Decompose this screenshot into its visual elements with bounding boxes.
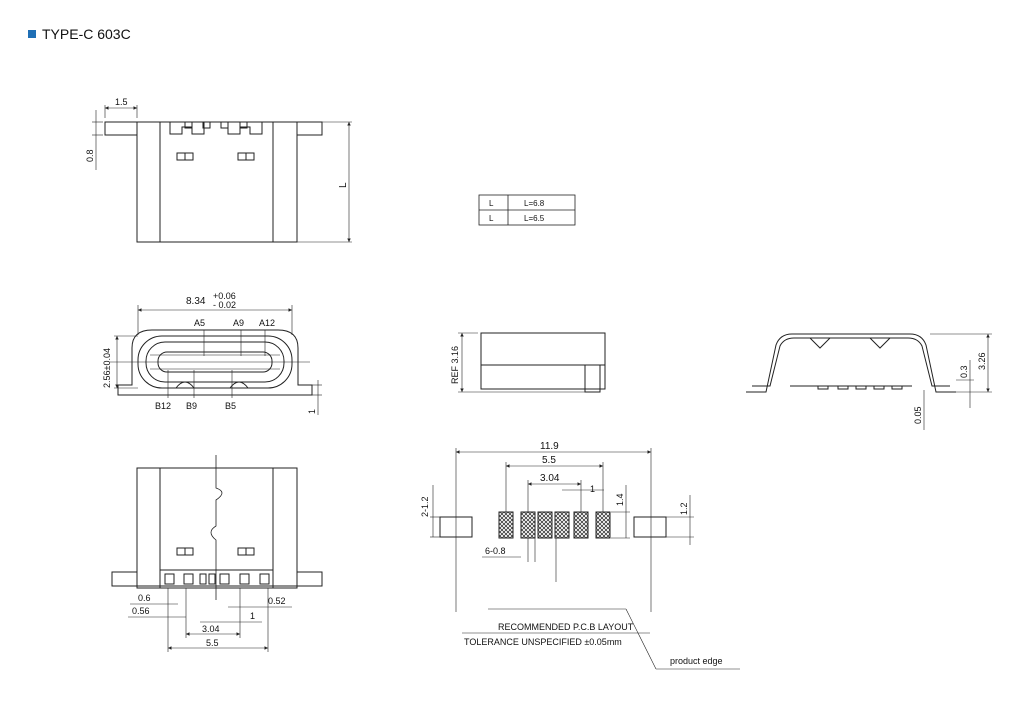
dim-5.5: 5.5 — [542, 455, 556, 466]
dim-bottom: 0.52 — [268, 596, 286, 606]
dim-3.26: 3.26 — [977, 352, 987, 370]
dim-8.34: 8.34 — [186, 296, 206, 307]
dim-bottom: 0.56 — [132, 606, 150, 616]
side-view — [92, 105, 352, 243]
dim-bottom: 3.04 — [202, 624, 220, 634]
pcb-layout — [430, 448, 740, 670]
dim-0.05: 0.05 — [913, 406, 923, 424]
dim-3.04: 3.04 — [540, 473, 560, 484]
dim-tol-minus: - 0.02 — [213, 300, 236, 310]
table-cell: L=6.5 — [524, 214, 545, 223]
table-cell: L — [489, 214, 494, 223]
dim-2.56: 2.56±0.04 — [102, 348, 112, 388]
table-cell: L=6.8 — [524, 199, 545, 208]
pin-label: B5 — [225, 401, 236, 411]
side-body — [136, 121, 298, 243]
pin-label: A12 — [259, 318, 275, 328]
bottom-view — [111, 455, 323, 652]
table-cell: L — [489, 199, 494, 208]
dim-0.8: 0.8 — [85, 149, 95, 162]
dim-bottom: 0.6 — [138, 593, 151, 603]
dim-bottom: 5.5 — [206, 638, 219, 648]
dim-ref-3.16: REF 3.16 — [450, 346, 460, 384]
pin-label: B12 — [155, 401, 171, 411]
length-table — [478, 194, 576, 226]
dim-1.2: 1.2 — [679, 502, 689, 515]
dim-0.3: 0.3 — [959, 365, 969, 378]
dim-1.4: 1.4 — [615, 493, 625, 506]
pin-label: B9 — [186, 401, 197, 411]
dim-11.9: 11.9 — [540, 441, 559, 452]
page-title: TYPE-C 603C — [28, 26, 131, 42]
dim-6-0.8: 6-0.8 — [485, 546, 506, 556]
dim-1.5: 1.5 — [115, 97, 128, 107]
dim-bottom: 1 — [250, 611, 255, 621]
dim-L: L — [338, 182, 349, 188]
end-view — [746, 333, 992, 430]
title-bullet-icon — [28, 30, 36, 38]
pin-label: A9 — [233, 318, 244, 328]
title-text: TYPE-C 603C — [42, 26, 131, 42]
product-edge-label: product edge — [670, 656, 723, 666]
dim-2-1.2: 2-1.2 — [420, 496, 430, 517]
dim-1: 1 — [590, 484, 595, 494]
front-view — [110, 305, 322, 415]
pcb-note-recommended: RECOMMENDED P.C.B LAYOUT — [498, 622, 634, 632]
dim-1: 1 — [307, 409, 317, 414]
profile-view — [458, 332, 606, 393]
dim-tol-plus: +0.06 — [213, 291, 236, 301]
pin-label: A5 — [194, 318, 205, 328]
pcb-note-tolerance: TOLERANCE UNSPECIFIED ±0.05mm — [464, 637, 622, 647]
